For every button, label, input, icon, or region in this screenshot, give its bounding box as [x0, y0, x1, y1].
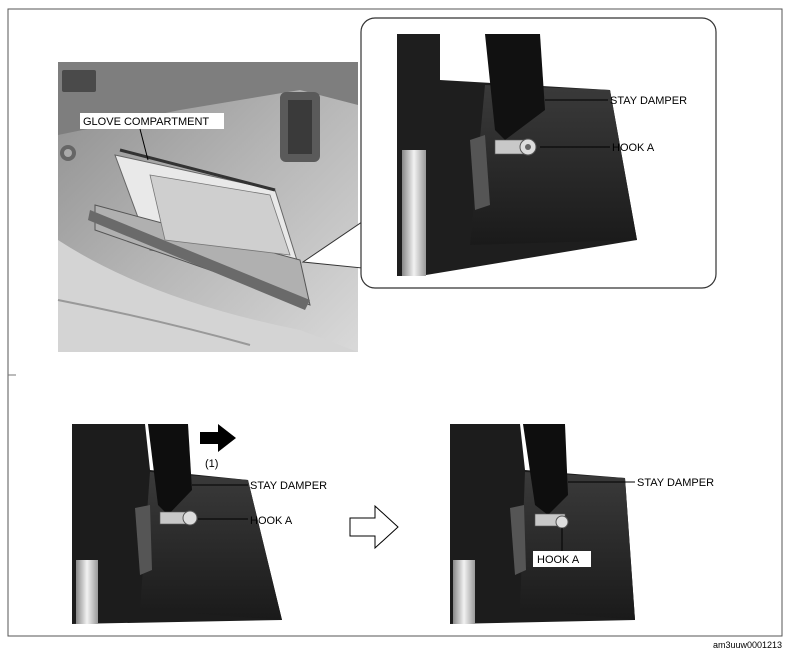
- right-filled-arrow-icon: [200, 424, 236, 452]
- hook-a-left-label: HOOK A: [250, 515, 293, 527]
- glove-compartment-label-bg: [80, 113, 224, 129]
- stay-damper-left-label: STAY DAMPER: [250, 480, 327, 492]
- figure-code: am3uuw0001213: [713, 640, 782, 650]
- bottom-right-detail-image: [450, 424, 635, 624]
- hook-a-right-label-bg: [533, 551, 591, 567]
- bottom-left-detail-image: [72, 424, 282, 624]
- glove-compartment-label: GLOVE COMPARTMENT: [83, 116, 209, 128]
- hook-a-top-label: HOOK A: [612, 142, 655, 154]
- step-number-label: (1): [205, 458, 218, 470]
- dashboard-illustration: [57, 62, 358, 352]
- right-outline-arrow-icon: [349, 504, 399, 550]
- stay-damper-top-label: STAY DAMPER: [610, 95, 687, 107]
- glove-compartment-leader: [139, 128, 149, 161]
- stay-damper-right-label: STAY DAMPER: [637, 477, 714, 489]
- callout-detail-image: [397, 34, 637, 276]
- figure-frame: [7, 8, 783, 637]
- hook-a-right-label: HOOK A: [537, 554, 580, 566]
